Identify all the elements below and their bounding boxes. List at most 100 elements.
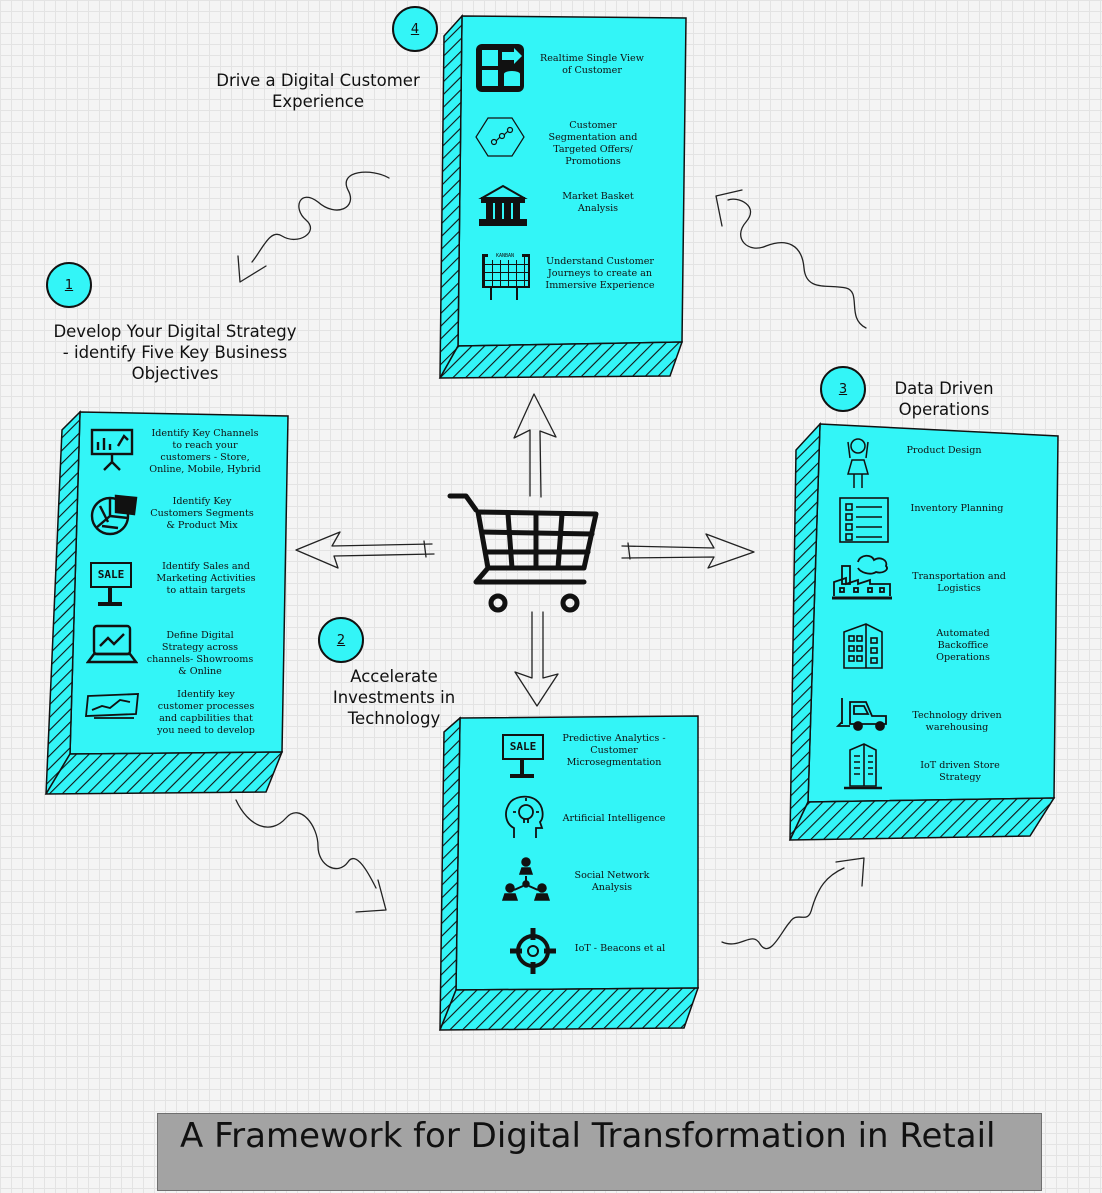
text-line: Strategy across	[161, 642, 239, 653]
step-3-item-6-text: IoT driven Store Strategy	[908, 760, 1012, 784]
step-1-number: 1	[64, 277, 74, 293]
step-1-item-1-text: Identify Key Channels to reach your cust…	[140, 428, 270, 476]
text-line: Product Design	[906, 445, 982, 456]
step-3-item-4-text: Automated Backoffice Operations	[914, 628, 1012, 664]
step-2-heading-line: Accelerate	[350, 667, 438, 686]
text-line: Identify Key Channels	[151, 428, 259, 439]
kanban-label: KANBAN	[488, 253, 522, 260]
text-line: Inventory Planning	[910, 503, 1004, 514]
text-line: Customer	[590, 745, 638, 756]
text-line: warehousing	[925, 722, 989, 733]
text-line: Targeted Offers/	[553, 144, 633, 155]
text-line: Identify Key	[172, 496, 232, 507]
step-3-heading: Data Driven Operations	[876, 378, 1012, 420]
text-line: Customer	[569, 120, 617, 131]
target-crosshair-icon	[510, 928, 556, 974]
step-4-heading: Drive a Digital Customer Experience	[196, 70, 440, 112]
text-line: Operations	[936, 652, 990, 663]
step-1-badge: 1	[46, 262, 92, 308]
step-4-heading-line: Experience	[271, 92, 364, 111]
step-1-item-5-text: Identify key customer processes and capb…	[150, 689, 262, 737]
office-building-icon	[843, 623, 883, 669]
arrow-down	[514, 611, 559, 707]
segmentation-hexagon-icon	[475, 117, 525, 157]
text-line: Customers Segments	[150, 508, 254, 519]
step-2-badge: 2	[318, 617, 364, 663]
text-line: Realtime Single View	[540, 53, 644, 64]
panel-3-shape	[788, 422, 1059, 841]
squiggle-bottom-right	[721, 867, 845, 950]
presentation-chart-icon	[90, 428, 134, 471]
step-1-heading: Develop Your Digital Strategy - identify…	[34, 321, 316, 384]
step-3-item-5-text: Technology driven warehousing	[906, 710, 1008, 734]
text-line: Artificial Intelligence	[562, 813, 666, 824]
step-3-badge: 3	[820, 366, 866, 412]
step-4-item-2-text: Customer Segmentation and Targeted Offer…	[538, 120, 648, 168]
text-line: Online, Mobile, Hybrid	[149, 464, 261, 475]
text-line: Analysis	[591, 882, 633, 893]
step-2-item-2-text: Artificial Intelligence	[556, 813, 672, 825]
text-line: Analysis	[577, 203, 619, 214]
text-line: Automated	[936, 628, 990, 639]
panel-2-shape	[438, 715, 700, 1031]
step-4-item-3-text: Market Basket Analysis	[546, 191, 650, 215]
text-line: and capbilities that	[159, 713, 253, 724]
step-3-item-2-text: Inventory Planning	[908, 503, 1006, 515]
sale-sign-icon: SALE	[500, 730, 548, 782]
text-line: & Online	[178, 666, 222, 677]
text-line: Transportation and	[912, 571, 1006, 582]
single-view-icon	[476, 44, 524, 92]
squiggle-top-left	[251, 171, 390, 263]
step-4-item-4-text: Understand Customer Journeys to create a…	[538, 256, 662, 292]
step-2-item-3-text: Social Network Analysis	[562, 870, 662, 894]
step-3-item-3-text: Transportation and Logistics	[906, 571, 1012, 595]
head-lightbulb-icon	[505, 795, 544, 838]
forklift-icon	[836, 698, 887, 731]
text-line: Define Digital	[166, 630, 234, 641]
text-line: to reach your	[172, 440, 238, 451]
text-line: of Customer	[562, 65, 622, 76]
sale-sign-label: SALE	[90, 562, 132, 588]
text-line: channels- Showrooms	[146, 654, 254, 665]
step-2-number: 2	[336, 632, 346, 648]
text-line: Predictive Analytics -	[562, 733, 666, 744]
text-line: Segmentation and	[548, 132, 638, 143]
arrow-up	[513, 393, 557, 498]
text-line: Logistics	[937, 583, 981, 594]
step-4-item-1-text: Realtime Single View of Customer	[536, 53, 648, 77]
title-bar	[157, 1113, 1042, 1191]
text-line: customer processes	[157, 701, 255, 712]
text-line: Understand Customer	[546, 256, 654, 267]
text-line: Journeys to create an	[547, 268, 653, 279]
text-line: IoT - Beacons et al	[574, 943, 666, 954]
tower-building-icon	[844, 743, 882, 790]
step-1-item-3-text: Identify Sales and Marketing Activities …	[144, 561, 268, 597]
step-2-item-1-text: Predictive Analytics - Customer Microseg…	[556, 733, 672, 769]
factory-icon	[832, 554, 892, 600]
text-line: Market Basket	[562, 191, 634, 202]
text-line: you need to develop	[157, 725, 255, 736]
sale-sign-label: SALE	[502, 734, 544, 760]
step-3-heading-line: Data Driven	[894, 379, 994, 398]
text-line: Marketing Activities	[156, 573, 256, 584]
person-designer-icon	[847, 438, 869, 488]
step-1-heading-line: Objectives	[131, 364, 219, 383]
shopping-cart-icon	[447, 493, 599, 613]
text-line: customers - Store,	[160, 452, 250, 463]
text-line: Strategy	[939, 772, 981, 783]
text-line: Immersive Experience	[545, 280, 655, 291]
text-line: Backoffice	[937, 640, 989, 651]
step-1-heading-line: Develop Your Digital Strategy	[53, 322, 297, 341]
bank-icon	[478, 184, 528, 226]
pie-chart-icon	[90, 494, 138, 536]
text-line: & Product Mix	[166, 520, 238, 531]
step-4-number: 4	[410, 21, 420, 37]
checklist-icon	[839, 497, 889, 543]
step-2-heading-line: Investments in	[332, 688, 456, 707]
step-4-heading-line: Drive a Digital Customer	[216, 71, 420, 90]
squiggle-bottom-left	[235, 799, 377, 889]
text-line: Microsegmentation	[566, 757, 662, 768]
laptop-chart-icon	[86, 624, 138, 664]
